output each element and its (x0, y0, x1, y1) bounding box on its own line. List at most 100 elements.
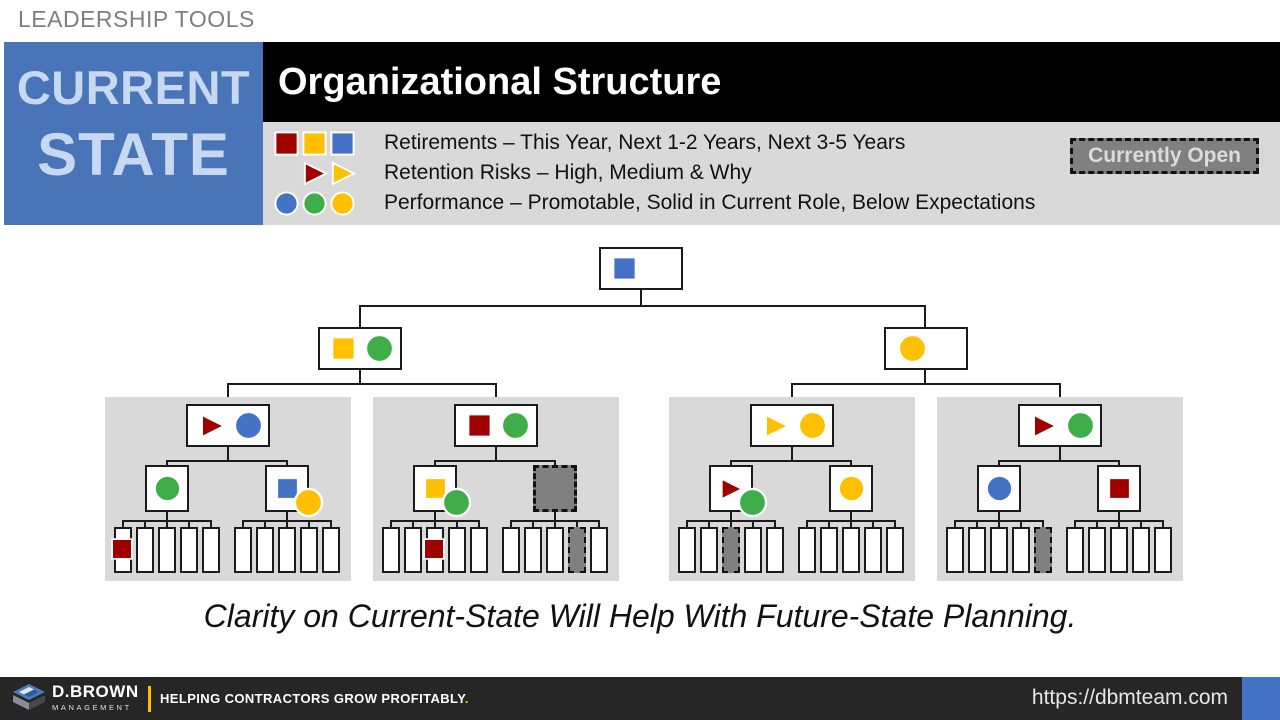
connector-line (791, 383, 793, 405)
footer-tagline: HELPING CONTRACTORS GROW PROFITABLY. (160, 691, 469, 706)
connector-line (495, 383, 497, 405)
logo-name: D.BROWN (52, 682, 139, 701)
supervisor-node (750, 404, 834, 447)
green-circle-icon (1065, 410, 1096, 441)
connector-line (730, 460, 852, 462)
worker-box (546, 527, 564, 573)
worker-box (300, 527, 318, 573)
connector-line (554, 460, 556, 465)
legend-row: Retention Risks – High, Medium & Why (266, 158, 1035, 188)
department-panel (373, 397, 619, 581)
worker-box (180, 527, 198, 573)
connector-line (1020, 520, 1022, 527)
connector-line (227, 383, 497, 385)
blue-square-icon (275, 477, 299, 500)
connector-line (998, 520, 1000, 527)
connector-line (976, 520, 978, 527)
connector-line (144, 520, 146, 527)
connector-line (576, 520, 578, 527)
footer-url-link[interactable]: https://dbmteam.com (1031, 686, 1228, 709)
green-circle-icon (302, 190, 327, 216)
connector-line (330, 520, 332, 527)
connector-line (434, 460, 556, 462)
root-node (599, 247, 683, 290)
connector-line (1118, 512, 1120, 520)
connector-line (166, 512, 168, 520)
connector-line (806, 520, 808, 527)
worker-box (744, 527, 762, 573)
darkred-square-icon (467, 413, 492, 438)
blue-circle-icon (985, 474, 1013, 503)
dbrown-logo-icon (13, 684, 45, 710)
connector-line (894, 520, 896, 527)
lead-node (145, 465, 189, 512)
connector-line (532, 520, 534, 527)
connector-line (286, 520, 288, 527)
footer-accent-block (1242, 677, 1280, 720)
caption-text: Clarity on Current-State Will Help With … (203, 598, 1077, 634)
connector-line (210, 520, 212, 527)
connector-line (730, 512, 732, 520)
page-title: Organizational Structure (278, 60, 722, 103)
connector-line (286, 460, 288, 465)
worker-box (590, 527, 608, 573)
worker-box (1132, 527, 1150, 573)
worker-box (470, 527, 488, 573)
green-circle-icon (737, 487, 768, 518)
state-word-current: CURRENT (16, 61, 251, 114)
yellow-triangle-icon (331, 160, 356, 186)
connector-line (434, 460, 436, 465)
connector-line (478, 520, 480, 527)
supervisor-node (186, 404, 270, 447)
connector-line (1059, 447, 1061, 460)
connector-line (708, 520, 710, 527)
eyebrow-label: LEADERSHIP TOOLS (18, 6, 255, 32)
worker-box-open (568, 527, 586, 573)
worker-box (1066, 527, 1084, 573)
connector-line (456, 520, 458, 527)
connector-line (227, 447, 229, 460)
connector-line (924, 369, 926, 383)
worker-box (968, 527, 986, 573)
worker-box (842, 527, 860, 573)
lead-overlay-badge (440, 486, 473, 524)
worker-box (423, 527, 445, 573)
connector-line (730, 520, 732, 527)
connector-line (1118, 460, 1120, 465)
darkred-triangle-icon (201, 412, 226, 439)
legend-row: Retirements – This Year, Next 1-2 Years,… (266, 128, 1035, 158)
darkred-triangle-icon (303, 160, 328, 186)
connector-line (510, 520, 512, 527)
blue-circle-icon (233, 410, 264, 441)
worker-box-open (1034, 527, 1052, 573)
worker-box (136, 527, 154, 573)
connector-line (264, 520, 266, 527)
manager-node (318, 327, 402, 370)
worker-box (234, 527, 252, 573)
connector-line (850, 460, 852, 465)
connector-line (166, 460, 288, 462)
supervisor-node (454, 404, 538, 447)
legend-icon-group (266, 190, 356, 217)
legend-icon-group (266, 130, 356, 157)
footer-separator (148, 686, 151, 712)
legend-text: Retirements – This Year, Next 1-2 Years,… (384, 131, 906, 154)
worker-box (678, 527, 696, 573)
blue-square-icon (612, 256, 637, 281)
green-circle-icon (441, 487, 472, 518)
connector-line (1118, 520, 1120, 527)
title-bar: Organizational Structure (263, 42, 1280, 122)
worker-box (990, 527, 1008, 573)
connector-line (166, 460, 168, 465)
green-circle-icon (500, 410, 531, 441)
connector-line (359, 369, 361, 383)
worker-box (404, 527, 422, 573)
connector-line (434, 512, 436, 520)
worker-box (524, 527, 542, 573)
connector-line (828, 520, 830, 527)
logo-text: D.BROWN MANAGEMENT (52, 683, 139, 712)
worker-retirement-badge (422, 537, 446, 566)
connector-line (122, 520, 124, 527)
yellow-circle-icon (330, 190, 355, 216)
